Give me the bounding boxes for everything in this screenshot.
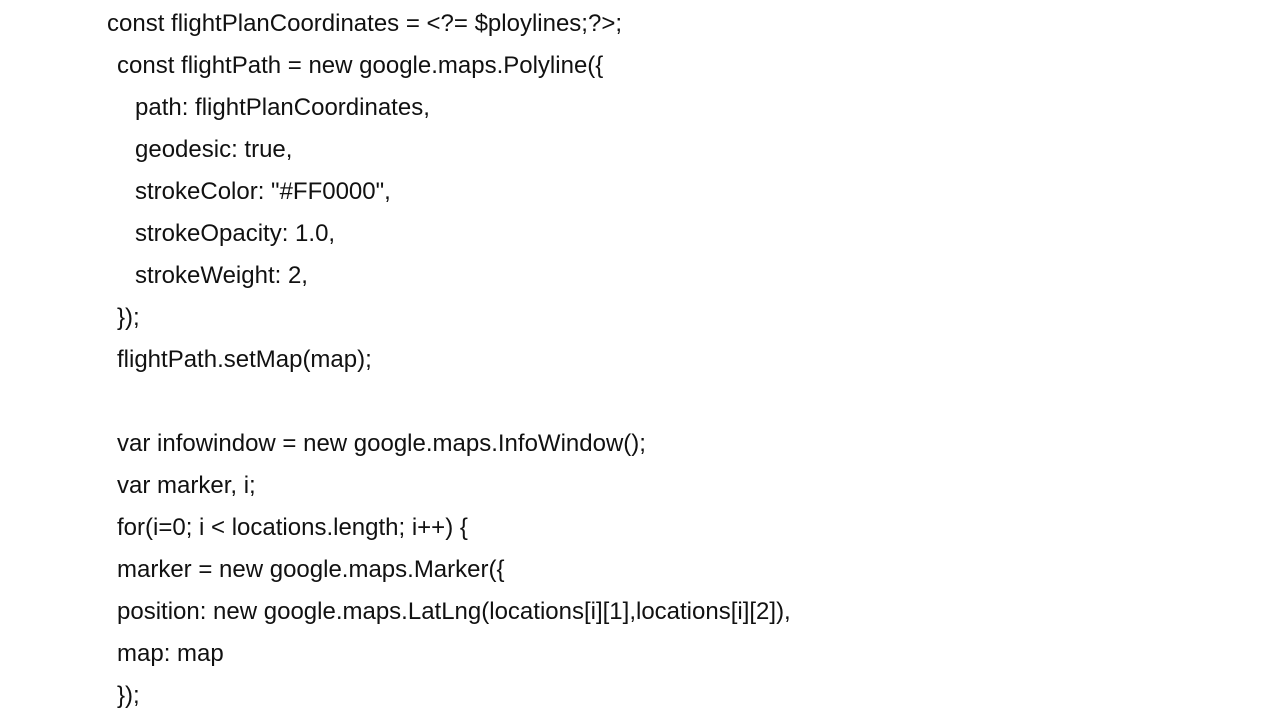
code-line: path: flightPlanCoordinates,	[135, 94, 430, 121]
code-line: geodesic: true,	[135, 136, 293, 163]
code-line: var marker, i;	[117, 472, 256, 499]
code-line: strokeColor: "#FF0000",	[135, 178, 391, 205]
code-line: strokeOpacity: 1.0,	[135, 220, 336, 247]
code-line: const flightPath = new google.maps.Polyl…	[117, 52, 604, 79]
code-line: strokeWeight: 2,	[135, 262, 308, 289]
code-line: marker = new google.maps.Marker({	[117, 556, 505, 583]
code-line: const flightPlanCoordinates = <?= $ployl…	[107, 10, 623, 37]
code-line: for(i=0; i < locations.length; i++) {	[117, 514, 468, 541]
code-line: position: new google.maps.LatLng(locatio…	[117, 598, 791, 625]
code-line: map: map	[117, 640, 224, 667]
code-line: flightPath.setMap(map);	[117, 346, 372, 373]
code-line: var infowindow = new google.maps.InfoWin…	[117, 430, 646, 457]
code-line: });	[117, 304, 140, 331]
code-line: });	[117, 682, 140, 709]
